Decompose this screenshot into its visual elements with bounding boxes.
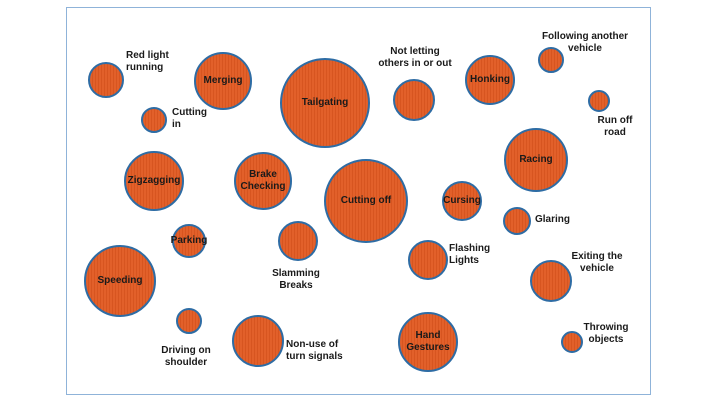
bubble-non-use-signals <box>232 315 284 367</box>
label-driving-shoulder: Driving on shoulder <box>161 345 211 368</box>
bubble-merging: Merging <box>194 52 252 110</box>
bubble-red-light-running <box>88 62 124 98</box>
label-brake-checking: Brake Checking <box>240 169 286 192</box>
label-zigzagging: Zigzagging <box>127 175 181 186</box>
label-not-letting: Not letting others in or out <box>378 46 452 69</box>
bubble-following-another <box>538 47 564 73</box>
label-speeding: Speeding <box>97 275 143 286</box>
bubble-cutting-off: Cutting off <box>324 159 408 243</box>
bubble-glaring <box>503 207 531 235</box>
label-throwing-objects: Throwing objects <box>583 322 629 345</box>
label-following-another: Following another vehicle <box>541 31 629 54</box>
label-slamming-breaks: Slamming Breaks <box>272 268 320 291</box>
bubble-slamming-breaks <box>278 221 318 261</box>
bubble-parking: Parking <box>170 224 208 258</box>
label-honking: Honking <box>470 74 510 85</box>
label-racing: Racing <box>519 154 553 165</box>
bubble-cutting-in <box>141 107 167 133</box>
bubble-flashing-lights <box>408 240 448 280</box>
bubble-not-letting <box>393 79 435 121</box>
label-cursing: Cursing <box>443 195 481 206</box>
bubble-zigzagging: Zigzagging <box>124 151 184 211</box>
label-tailgating: Tailgating <box>301 97 349 108</box>
label-hand-gestures: Hand Gestures <box>406 330 450 353</box>
label-run-off-road: Run off road <box>597 115 633 138</box>
label-exiting-vehicle: Exiting the vehicle <box>571 251 623 274</box>
label-merging: Merging <box>203 75 243 86</box>
label-non-use-signals: Non-use of turn signals <box>286 339 343 362</box>
bubble-speeding: Speeding <box>84 245 156 317</box>
label-flashing-lights: Flashing Lights <box>449 243 491 266</box>
bubble-run-off-road <box>588 90 610 112</box>
bubble-brake-checking: Brake Checking <box>234 152 292 210</box>
label-cutting-off: Cutting off <box>340 195 392 206</box>
label-parking: Parking <box>170 235 208 246</box>
label-cutting-in: Cutting in <box>172 107 207 130</box>
bubble-throwing-objects <box>561 331 583 353</box>
bubble-racing: Racing <box>504 128 568 192</box>
bubble-tailgating: Tailgating <box>280 58 370 148</box>
bubble-cursing: Cursing <box>442 181 482 221</box>
bubble-driving-shoulder <box>176 308 202 334</box>
label-glaring: Glaring <box>535 214 571 225</box>
label-red-light-running: Red light running <box>126 50 169 73</box>
bubble-honking: Honking <box>465 55 515 105</box>
bubble-exiting-vehicle <box>530 260 572 302</box>
bubble-hand-gestures: Hand Gestures <box>398 312 458 372</box>
